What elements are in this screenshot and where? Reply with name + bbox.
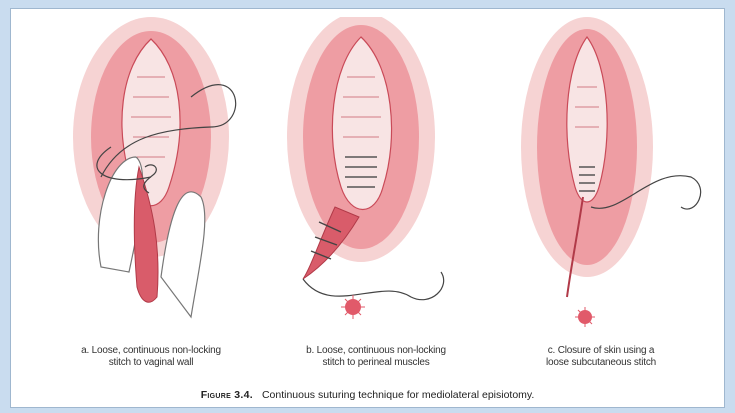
caption-c-line1: c. Closure of skin using a: [491, 345, 711, 357]
caption-c-line2: loose subcutaneous stitch: [491, 357, 711, 369]
figure-caption: Figure 3.4. Continuous suturing techniqu…: [11, 389, 724, 401]
caption-b: b. Loose, continuous non-locking stitch …: [266, 345, 486, 369]
skin-closure-suture-illustration: [491, 17, 711, 329]
panel-b-illustration: [261, 17, 481, 329]
caption-a-line1: a. Loose, continuous non-locking: [41, 345, 261, 357]
needle-icon: [575, 307, 595, 327]
figure-title: Continuous suturing technique for mediol…: [262, 389, 534, 401]
caption-b-line1: b. Loose, continuous non-locking: [266, 345, 486, 357]
needle-icon: [341, 295, 365, 319]
caption-b-line2: stitch to perineal muscles: [266, 357, 486, 369]
perineal-muscle-suture-illustration: [261, 17, 481, 329]
figure-frame: a. Loose, continuous non-locking stitch …: [10, 8, 725, 408]
figure-label: Figure 3.4.: [201, 389, 253, 401]
panel-c-illustration: [491, 17, 711, 329]
caption-a: a. Loose, continuous non-locking stitch …: [41, 345, 261, 369]
panel-a-illustration: [41, 17, 261, 329]
caption-c: c. Closure of skin using a loose subcuta…: [491, 345, 711, 369]
vaginal-wall-suture-illustration: [41, 17, 261, 329]
caption-a-line2: stitch to vaginal wall: [41, 357, 261, 369]
